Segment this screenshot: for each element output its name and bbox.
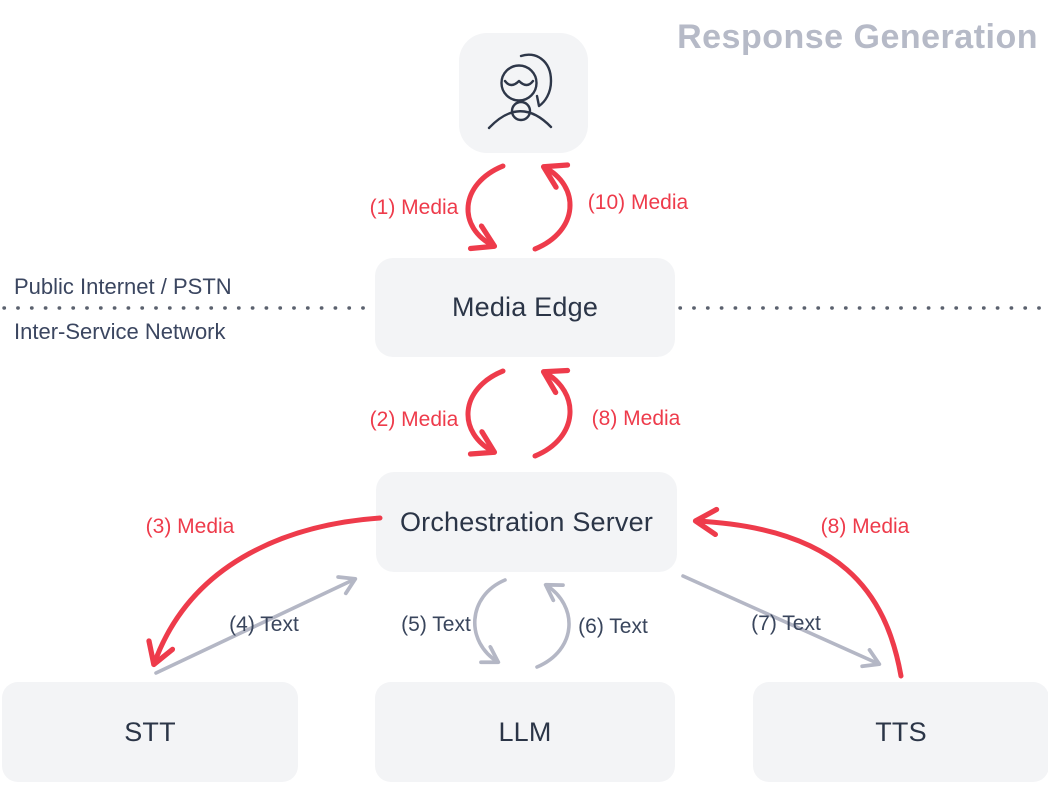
person-avatar-icon [487, 53, 553, 130]
stt-node: STT [2, 682, 298, 782]
flow-arrow-8-media-right [696, 521, 904, 679]
llm-node: LLM [375, 682, 675, 782]
flow-label-4-text: (4) Text [229, 613, 299, 636]
stt-label: STT [124, 716, 176, 747]
flow-label-7-text: (7) Text [751, 612, 821, 635]
diagram-title: Response Generation [677, 18, 1038, 56]
flow-label-10-media: (10) Media [587, 191, 689, 214]
flow-arrow-10-media [532, 167, 573, 252]
network-label-public-internet: Public Internet / PSTN [14, 274, 232, 299]
flow-label-8-media-right: (8) Media [820, 515, 910, 538]
flow-arrow-6-text [535, 585, 571, 669]
flow-arrow-5-text [473, 578, 507, 662]
llm-label: LLM [498, 716, 552, 747]
flow-arrow-3-media [154, 515, 383, 664]
flow-label-8-media-up: (8) Media [591, 407, 681, 430]
flow-label-2-media: (2) Media [369, 408, 459, 431]
flow-label-1-media: (1) Media [369, 196, 459, 219]
orchestration-server-node: Orchestration Server [376, 472, 677, 572]
network-label-inter-service: Inter-Service Network [14, 319, 226, 344]
flow-arrow-1-media [465, 163, 506, 246]
tts-label: TTS [875, 716, 927, 747]
orchestration-server-label: Orchestration Server [399, 506, 654, 537]
media-edge-node: Media Edge [375, 258, 675, 357]
media-edge-label: Media Edge [451, 292, 599, 322]
flow-label-3-media: (3) Media [145, 515, 235, 538]
tts-node: TTS [753, 682, 1048, 782]
flow-arrow-2-media [465, 368, 506, 452]
flow-label-5-text: (5) Text [401, 613, 471, 636]
user-node [459, 33, 588, 153]
flow-arrow-8-media-up [532, 372, 573, 459]
flow-label-6-text: (6) Text [578, 615, 648, 638]
